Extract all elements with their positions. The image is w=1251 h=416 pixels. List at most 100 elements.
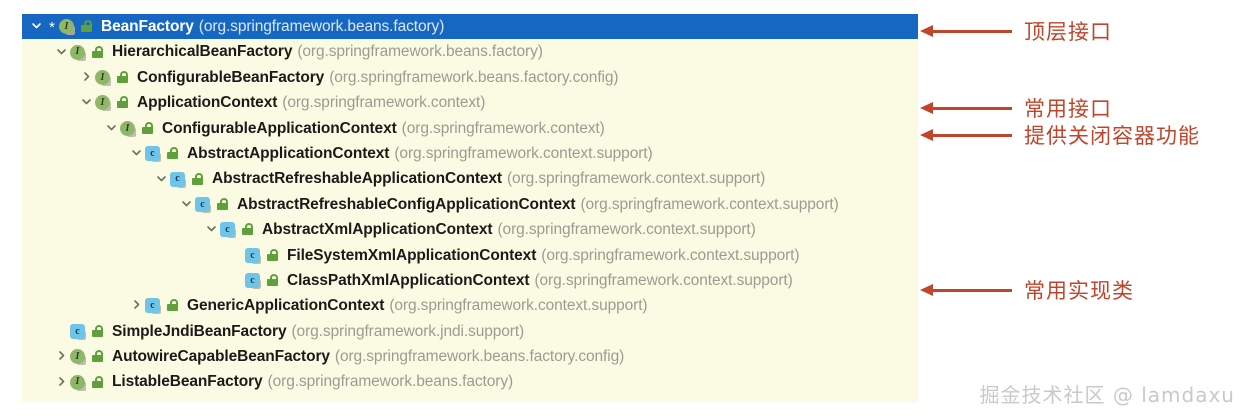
chevron-down-icon[interactable] (178, 198, 195, 209)
package-name: (org.springframework.context) (282, 94, 486, 112)
type-name: FileSystemXmlApplicationContext (287, 246, 537, 264)
public-lock-icon (215, 196, 232, 213)
public-lock-icon (90, 348, 107, 365)
chevron-down-icon[interactable] (28, 20, 45, 31)
chevron-down-icon[interactable] (153, 173, 170, 184)
package-name: (org.springframework.beans.factory.confi… (329, 68, 619, 86)
type-name: AbstractRefreshableApplicationContext (212, 170, 502, 188)
chevron-down-icon[interactable] (78, 96, 95, 107)
chevron-down-icon[interactable] (103, 122, 120, 133)
tree-row[interactable]: c SimpleJndiBeanFactory(org.springframewo… (22, 319, 918, 344)
annotation-callout: 常用实现类 (920, 275, 1134, 305)
chevron-down-icon[interactable] (128, 147, 145, 158)
tree-row[interactable]: c AbstractXmlApplicationContext(org.sprin… (22, 217, 918, 242)
star-marker-icon: * (49, 19, 55, 36)
tree-row[interactable]: c AbstractRefreshableApplicationContext (o… (22, 166, 918, 191)
chevron-right-icon[interactable] (78, 71, 95, 82)
package-name: (org.springframework.beans.factory) (297, 43, 543, 61)
public-lock-icon (190, 171, 207, 188)
annotation-label: 顶层接口 (1024, 20, 1112, 44)
arrow-left-icon (920, 102, 1012, 114)
interface-icon: I (70, 43, 89, 62)
type-name: ClassPathXmlApplicationContext (287, 271, 530, 289)
type-name: SimpleJndiBeanFactory (112, 322, 287, 340)
tree-row[interactable]: I ApplicationContext(org.springframework.… (22, 90, 918, 115)
tree-row[interactable]: c FileSystemXmlApplicationContext(org.spr… (22, 243, 918, 268)
class-icon: c (220, 220, 239, 239)
package-name: (org.springframework.beans.factory) (267, 373, 514, 391)
class-icon: c (145, 296, 164, 315)
type-name: ApplicationContext (137, 94, 278, 112)
public-lock-icon (90, 44, 107, 61)
interface-icon: I (59, 17, 78, 36)
package-name: (org.springframework.context.support) (534, 271, 793, 289)
package-name: (org.springframework.beans.factory) (198, 18, 445, 35)
class-icon: c (145, 144, 164, 163)
tree-row[interactable]: c AbstractRefreshableConfigApplicationCon… (22, 192, 918, 217)
chevron-right-icon[interactable] (53, 376, 70, 387)
type-name: HierarchicalBeanFactory (112, 43, 293, 61)
public-lock-icon (79, 18, 96, 35)
chevron-down-icon[interactable] (203, 223, 220, 234)
package-name: (org.springframework.jndi.support) (291, 322, 525, 340)
watermark: 掘金技术社区 @ lamdaxu (979, 383, 1235, 407)
tree-row[interactable]: I AutowireCapableBeanFactory(org.springfr… (22, 344, 918, 369)
annotation-callout: 顶层接口 (920, 16, 1112, 46)
type-name: ListableBeanFactory (112, 373, 263, 391)
public-lock-icon (140, 120, 157, 137)
public-lock-icon (115, 94, 132, 111)
chevron-right-icon[interactable] (128, 299, 145, 310)
public-lock-icon (265, 247, 282, 264)
arrow-left-icon (920, 284, 1012, 296)
tree-row[interactable]: c GenericApplicationContext(org.springfra… (22, 293, 918, 318)
tree-row[interactable]: c AbstractApplicationContext(org.springfr… (22, 141, 918, 166)
package-name: (org.springframework.beans.factory.confi… (334, 348, 625, 366)
arrow-left-icon (920, 25, 1012, 37)
interface-icon: I (120, 119, 139, 138)
class-icon: c (245, 246, 264, 265)
tree-row[interactable]: *I BeanFactory(org.springframework.beans.… (22, 14, 918, 40)
package-name: (org.springframework.context.support) (507, 170, 766, 188)
public-lock-icon (90, 374, 107, 391)
chevron-right-icon[interactable] (53, 350, 70, 361)
chevron-down-icon[interactable] (53, 46, 70, 57)
package-name: (org.springframework.context) (401, 119, 605, 137)
tree-row[interactable]: I ConfigurableBeanFactory(org.springframe… (22, 65, 918, 90)
type-name: AutowireCapableBeanFactory (112, 348, 330, 366)
interface-icon: I (95, 93, 114, 112)
class-icon: c (70, 322, 89, 341)
annotation-callout: 常用接口 (920, 93, 1112, 123)
public-lock-icon (165, 297, 182, 314)
annotation-label: 提供关闭容器功能 (1024, 124, 1200, 148)
arrow-left-icon (920, 129, 1012, 141)
interface-icon: I (95, 68, 114, 87)
package-name: (org.springframework.context.support) (497, 221, 756, 239)
package-name: (org.springframework.context.support) (580, 195, 839, 213)
package-name: (org.springframework.context.support) (541, 246, 800, 264)
annotation-label: 常用实现类 (1024, 279, 1134, 303)
type-name: AbstractApplicationContext (187, 144, 390, 162)
tree-row[interactable]: I ConfigurableApplicationContext(org.spri… (22, 116, 918, 141)
public-lock-icon (115, 69, 132, 86)
class-icon: c (195, 195, 214, 214)
type-name: AbstractXmlApplicationContext (262, 221, 493, 239)
annotation-label: 常用接口 (1024, 97, 1112, 121)
tree-row[interactable]: c ClassPathXmlApplicationContext(org.spri… (22, 268, 918, 293)
interface-icon: I (70, 347, 89, 366)
type-name: ConfigurableBeanFactory (137, 68, 325, 86)
type-name: BeanFactory (101, 18, 194, 35)
tree-row[interactable]: I HierarchicalBeanFactory(org.springframe… (22, 39, 918, 64)
package-name: (org.springframework.context.support) (389, 297, 648, 315)
type-name: ConfigurableApplicationContext (162, 119, 397, 137)
public-lock-icon (90, 323, 107, 340)
class-icon: c (245, 271, 264, 290)
type-name: AbstractRefreshableConfigApplicationCont… (237, 195, 576, 213)
annotation-callout: 提供关闭容器功能 (920, 120, 1200, 150)
class-icon: c (170, 170, 189, 189)
package-name: (org.springframework.context.support) (394, 144, 653, 162)
public-lock-icon (265, 272, 282, 289)
type-name: GenericApplicationContext (187, 297, 385, 315)
public-lock-icon (240, 221, 257, 238)
